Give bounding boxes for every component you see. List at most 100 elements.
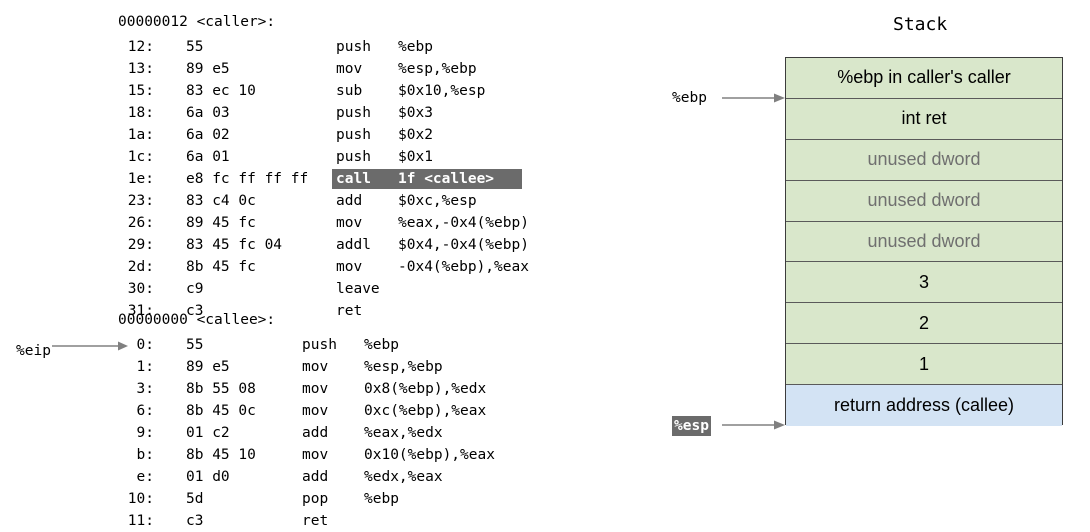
esp-register-label: %esp xyxy=(672,416,711,436)
instruction-bytes: c3 xyxy=(186,513,204,529)
instruction-bytes: 89 e5 xyxy=(186,359,230,375)
instruction-address: 31: xyxy=(127,303,154,319)
instruction-mnemonic: push xyxy=(336,149,371,165)
instruction-mnemonic: add xyxy=(336,193,363,209)
instruction-operands: $0x1 xyxy=(398,149,433,165)
instruction-operands: %ebp xyxy=(364,337,399,353)
instruction-address: e: xyxy=(136,469,154,485)
stack-cell: 3 xyxy=(786,262,1062,304)
instruction-bytes: 83 c4 0c xyxy=(186,193,256,209)
instruction-operands: %esp,%ebp xyxy=(364,359,443,375)
instruction-address: 29: xyxy=(127,237,154,253)
instruction-address: 10: xyxy=(127,491,154,507)
instruction-address: 11: xyxy=(127,513,154,529)
esp-arrow xyxy=(722,420,785,430)
instruction-address: 12: xyxy=(127,39,154,55)
instruction-bytes: c3 xyxy=(186,303,204,319)
instruction-operands: 0x8(%ebp),%edx xyxy=(364,381,487,397)
instruction-bytes: 6a 03 xyxy=(186,105,230,121)
instruction-operands: $0xc,%esp xyxy=(398,193,477,209)
instruction-operands: %ebp xyxy=(398,39,433,55)
instruction-address: 1a: xyxy=(127,127,154,143)
instruction-bytes: 6a 02 xyxy=(186,127,230,143)
stack-cell: %ebp in caller's caller xyxy=(786,58,1062,99)
instruction-mnemonic: mov xyxy=(336,61,363,77)
instruction-operands: $0x2 xyxy=(398,127,433,143)
instruction-highlight xyxy=(332,169,522,189)
instruction-mnemonic: push xyxy=(336,39,371,55)
instruction-address: 30: xyxy=(127,281,154,297)
ebp-arrow xyxy=(722,93,785,103)
stack-title: Stack xyxy=(893,14,948,35)
instruction-operands: 0xc(%ebp),%eax xyxy=(364,403,487,419)
instruction-mnemonic: mov xyxy=(336,215,363,231)
instruction-bytes: c9 xyxy=(186,281,204,297)
instruction-mnemonic: call xyxy=(336,171,371,187)
instruction-address: 23: xyxy=(127,193,154,209)
instruction-mnemonic: ret xyxy=(302,513,329,529)
instruction-address: 18: xyxy=(127,105,154,121)
instruction-operands: $0x10,%esp xyxy=(398,83,486,99)
instruction-mnemonic: push xyxy=(336,127,371,143)
instruction-operands: %esp,%ebp xyxy=(398,61,477,77)
caller-function-header: 00000012 <caller>: xyxy=(118,14,276,30)
instruction-bytes: 8b 45 0c xyxy=(186,403,256,419)
instruction-operands: $0x4,-0x4(%ebp) xyxy=(398,237,529,253)
instruction-mnemonic: ret xyxy=(336,303,363,319)
instruction-operands: %ebp xyxy=(364,491,399,507)
instruction-bytes: e8 fc ff ff ff xyxy=(186,171,309,187)
instruction-mnemonic: pop xyxy=(302,491,329,507)
instruction-bytes: 89 e5 xyxy=(186,61,230,77)
callee-function-header: 00000000 <callee>: xyxy=(118,312,276,328)
instruction-address: 13: xyxy=(127,61,154,77)
instruction-bytes: 8b 45 fc xyxy=(186,259,256,275)
instruction-address: b: xyxy=(136,447,154,463)
stack-cell: return address (callee) xyxy=(786,385,1062,427)
instruction-bytes: 55 xyxy=(186,39,204,55)
instruction-mnemonic: mov xyxy=(302,381,329,397)
instruction-bytes: 55 xyxy=(186,337,204,353)
instruction-operands: %eax,%edx xyxy=(364,425,443,441)
instruction-mnemonic: mov xyxy=(302,447,329,463)
instruction-bytes: 5d xyxy=(186,491,204,507)
instruction-mnemonic: add xyxy=(302,469,329,485)
eip-arrow xyxy=(52,341,128,351)
stack-cell: unused dword xyxy=(786,180,1062,222)
stack-cell: unused dword xyxy=(786,139,1062,181)
instruction-bytes: 8b 55 08 xyxy=(186,381,256,397)
instruction-bytes: 6a 01 xyxy=(186,149,230,165)
instruction-mnemonic: mov xyxy=(302,403,329,419)
instruction-bytes: 83 ec 10 xyxy=(186,83,256,99)
instruction-operands: 0x10(%ebp),%eax xyxy=(364,447,495,463)
instruction-mnemonic: addl xyxy=(336,237,371,253)
instruction-bytes: 01 c2 xyxy=(186,425,230,441)
instruction-mnemonic: sub xyxy=(336,83,363,99)
instruction-operands: %edx,%eax xyxy=(364,469,443,485)
instruction-operands: -0x4(%ebp),%eax xyxy=(398,259,529,275)
stack-cell: unused dword xyxy=(786,221,1062,263)
instruction-address: 26: xyxy=(127,215,154,231)
instruction-address: 3: xyxy=(136,381,154,397)
instruction-bytes: 01 d0 xyxy=(186,469,230,485)
stack-cell: 2 xyxy=(786,303,1062,345)
stack-cell: int ret xyxy=(786,98,1062,140)
instruction-bytes: 89 45 fc xyxy=(186,215,256,231)
instruction-address: 0: xyxy=(136,337,154,353)
stack-cell: 1 xyxy=(786,344,1062,386)
instruction-operands: %eax,-0x4(%ebp) xyxy=(398,215,529,231)
instruction-mnemonic: add xyxy=(302,425,329,441)
instruction-address: 6: xyxy=(136,403,154,419)
instruction-address: 1: xyxy=(136,359,154,375)
eip-register-label: %eip xyxy=(16,343,51,359)
instruction-operands: $0x3 xyxy=(398,105,433,121)
instruction-mnemonic: push xyxy=(336,105,371,121)
instruction-mnemonic: mov xyxy=(336,259,363,275)
instruction-bytes: 8b 45 10 xyxy=(186,447,256,463)
instruction-mnemonic: leave xyxy=(336,281,380,297)
instruction-address: 9: xyxy=(136,425,154,441)
instruction-bytes: 83 45 fc 04 xyxy=(186,237,283,253)
instruction-mnemonic: mov xyxy=(302,359,329,375)
instruction-mnemonic: push xyxy=(302,337,337,353)
